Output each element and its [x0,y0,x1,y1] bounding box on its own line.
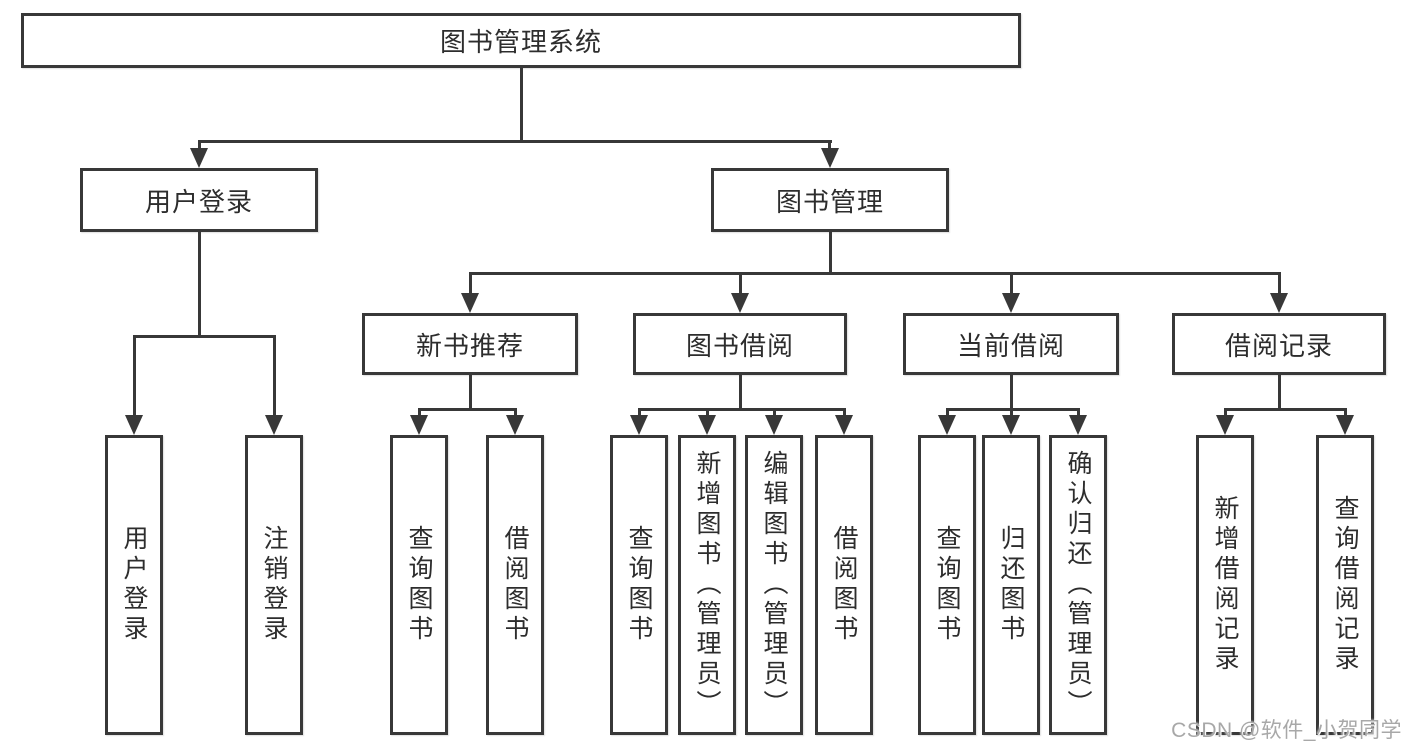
arrowhead-down-icon [630,415,648,435]
connector-line [198,140,201,150]
connector-line [739,272,742,295]
leaf-query-books: 查询图书 [918,435,976,735]
connector-line [1278,375,1281,408]
arrowhead-down-icon [698,415,716,435]
leaf-return-books: 归还图书 [982,435,1040,735]
leaf-logout: 注销登录 [245,435,303,735]
arrowhead-down-icon [1216,415,1234,435]
arrowhead-down-icon [765,415,783,435]
leaf-edit-books-admin: 编辑图书（管理员） [745,435,803,735]
arrowhead-down-icon [506,415,524,435]
connector-line [706,408,709,417]
arrowhead-down-icon [410,415,428,435]
connector-line [418,408,517,411]
arrowhead-down-icon [938,415,956,435]
node-library-management-system: 图书管理系统 [21,13,1021,68]
leaf-query-books: 查询图书 [390,435,448,735]
leaf-query-borrow-record: 查询借阅记录 [1316,435,1374,735]
arrowhead-down-icon [265,415,283,435]
arrowhead-down-icon [1002,293,1020,313]
connector-line [843,408,846,417]
leaf-query-books: 查询图书 [610,435,668,735]
connector-line [1224,408,1347,411]
connector-line [469,272,472,295]
arrowhead-down-icon [821,148,839,168]
connector-line [520,68,523,140]
arrowhead-down-icon [1270,293,1288,313]
arrowhead-down-icon [1336,415,1354,435]
connector-line [828,140,831,150]
connector-line [133,335,136,417]
connector-line [946,408,1080,411]
connector-line [469,375,472,408]
leaf-borrow-books: 借阅图书 [815,435,873,735]
leaf-confirm-return-admin: 确认归还（管理员） [1049,435,1107,735]
connector-line [418,408,421,417]
connector-line [273,335,276,417]
node-current-borrow: 当前借阅 [903,313,1119,375]
connector-line [1010,408,1013,417]
connector-line [638,408,846,411]
connector-line [638,408,641,417]
leaf-user-login: 用户登录 [105,435,163,735]
connector-line [514,408,517,417]
connector-line [198,140,832,143]
connector-line [1010,272,1013,295]
arrowhead-down-icon [1002,415,1020,435]
connector-line [1344,408,1347,417]
arrowhead-down-icon [125,415,143,435]
leaf-borrow-books: 借阅图书 [486,435,544,735]
connector-line [773,408,776,417]
node-book-borrow: 图书借阅 [633,313,847,375]
arrowhead-down-icon [461,293,479,313]
connector-line [1278,272,1281,295]
connector-line [829,232,832,272]
node-new-book-recommend: 新书推荐 [362,313,578,375]
node-book-management: 图书管理 [711,168,949,232]
node-borrow-records: 借阅记录 [1172,313,1386,375]
leaf-add-borrow-record: 新增借阅记录 [1196,435,1254,735]
arrowhead-down-icon [190,148,208,168]
arrowhead-down-icon [835,415,853,435]
node-user-login: 用户登录 [80,168,318,232]
connector-line [946,408,949,417]
arrowhead-down-icon [731,293,749,313]
connector-line [469,272,1280,275]
connector-line [1224,408,1227,417]
leaf-add-books-admin: 新增图书（管理员） [678,435,736,735]
connector-line [198,232,201,335]
connector-line [133,335,276,338]
watermark: CSDN @软件_小贺同学 [1171,719,1402,742]
connector-line [1077,408,1080,417]
connector-line [739,375,742,408]
connector-line [1010,375,1013,408]
arrowhead-down-icon [1069,415,1087,435]
